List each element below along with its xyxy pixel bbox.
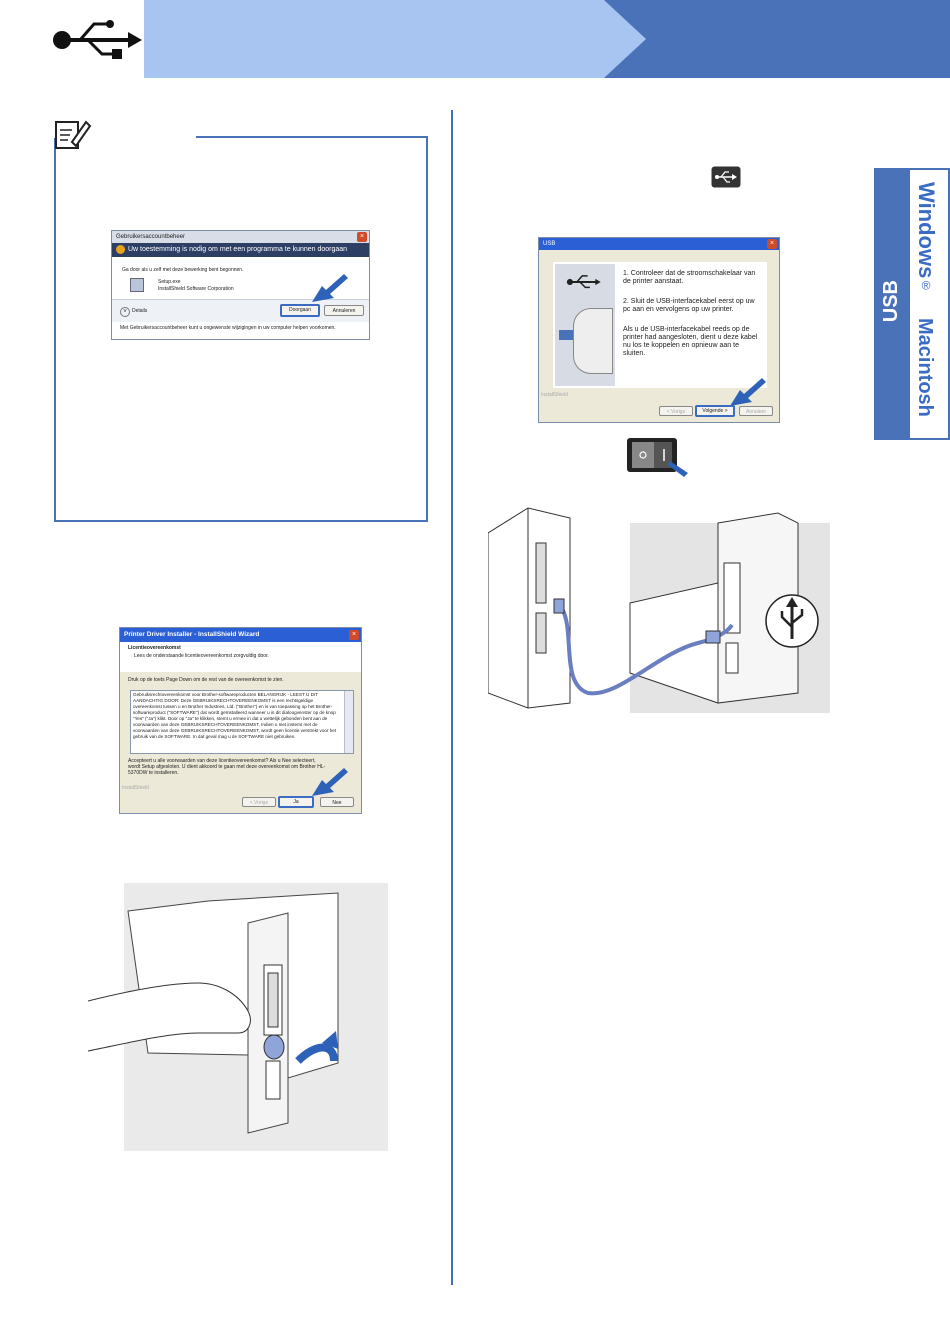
uac-warning-bar: Uw toestemming is nodig om met een progr… [112, 243, 369, 257]
pointer-arrow-icon [312, 768, 348, 796]
scrollbar[interactable] [344, 691, 353, 753]
license-question: Accepteert u alle voorwaarden van deze l… [128, 758, 326, 776]
usb-step3-text: Als u de USB-interfacekabel reeds op de … [623, 326, 758, 357]
no-button[interactable]: Nee [320, 797, 354, 807]
usb-dialog: USB × 1. Controleer dat de stroomschakel… [538, 237, 780, 423]
column-divider [451, 110, 453, 1285]
continue-button[interactable]: Doorgaan [280, 304, 320, 317]
installshield-brand: InstallShield [541, 392, 568, 398]
uac-publisher: InstallShield Software Corporation [158, 286, 234, 292]
chevron-down-icon[interactable]: ˅ [120, 307, 130, 317]
uac-program-name: Setup.exe [158, 279, 181, 285]
usb-step1-text: 1. Controleer dat de stroomschakelaar va… [623, 270, 756, 285]
pointer-arrow-icon [312, 274, 348, 302]
header-arrow-band [144, 0, 646, 78]
uac-intro-text: Ga door als u zelf met deze bewerking be… [122, 267, 244, 273]
back-button[interactable]: < Vorige [242, 797, 276, 807]
usb-port-icon [711, 166, 741, 188]
program-icon [130, 278, 144, 292]
license-instruction: Druk op de toets Page Down om de rest va… [128, 677, 284, 683]
usb-step2-text: 2. Sluit de USB-interfacekabel eerst op … [623, 298, 755, 313]
close-icon[interactable]: × [357, 232, 367, 242]
license-dialog-title: Printer Driver Installer - InstallShield… [120, 628, 361, 642]
cancel-button[interactable]: Annuleren [324, 305, 364, 316]
uac-warning-text: Uw toestemming is nodig om met een progr… [128, 246, 348, 253]
license-subheading: Lees de onderstaande licentieovereenkoms… [134, 653, 269, 659]
uac-details-label[interactable]: Details [132, 308, 148, 314]
yes-button[interactable]: Ja [278, 796, 314, 808]
close-icon[interactable]: × [349, 630, 359, 640]
usb-icon [566, 275, 601, 289]
usb-dialog-title: USB [539, 238, 779, 250]
license-header [120, 642, 361, 672]
back-button[interactable]: < Vorige [659, 406, 693, 416]
note-pencil-icon [55, 120, 92, 149]
windows-tab[interactable] [908, 168, 950, 440]
uac-dialog: Gebruikersaccountbeheer × Uw toestemming… [111, 230, 370, 340]
pointer-arrow-icon [730, 378, 766, 406]
usb-dialog-content: 1. Controleer dat de stroomschakelaar va… [553, 262, 767, 388]
note-box [54, 138, 428, 522]
windows-tab-label: Windows® [914, 182, 939, 293]
usb-tab-label: USB [880, 280, 902, 323]
usb-tab[interactable] [874, 168, 910, 440]
printer-port-cap-illustration [88, 883, 388, 1151]
license-textbox[interactable]: Gebruiksrechtovereenkomst voor Brother-s… [130, 690, 354, 754]
cancel-button[interactable]: Annuleer [739, 406, 773, 416]
usb-cable-connection-illustration [488, 507, 830, 713]
installshield-brand: InstallShield [122, 785, 149, 791]
usb-icon [53, 20, 142, 59]
macintosh-tab-label: Macintosh [914, 318, 936, 417]
shield-warning-icon [116, 245, 125, 254]
next-button[interactable]: Volgende > [695, 405, 735, 417]
license-text: Gebruiksrechtovereenkomst voor Brother-s… [133, 692, 337, 739]
license-heading: Licentieovereenkomst [128, 645, 181, 651]
uac-footer-text: Met Gebruikersaccountbeheer kunt u ongew… [120, 325, 336, 331]
close-icon[interactable]: × [767, 239, 777, 249]
uac-dialog-title: Gebruikersaccountbeheer [112, 231, 369, 243]
usb-connection-illustration [555, 264, 615, 386]
power-switch-icon [627, 438, 688, 477]
note-box-top-border [196, 136, 428, 138]
